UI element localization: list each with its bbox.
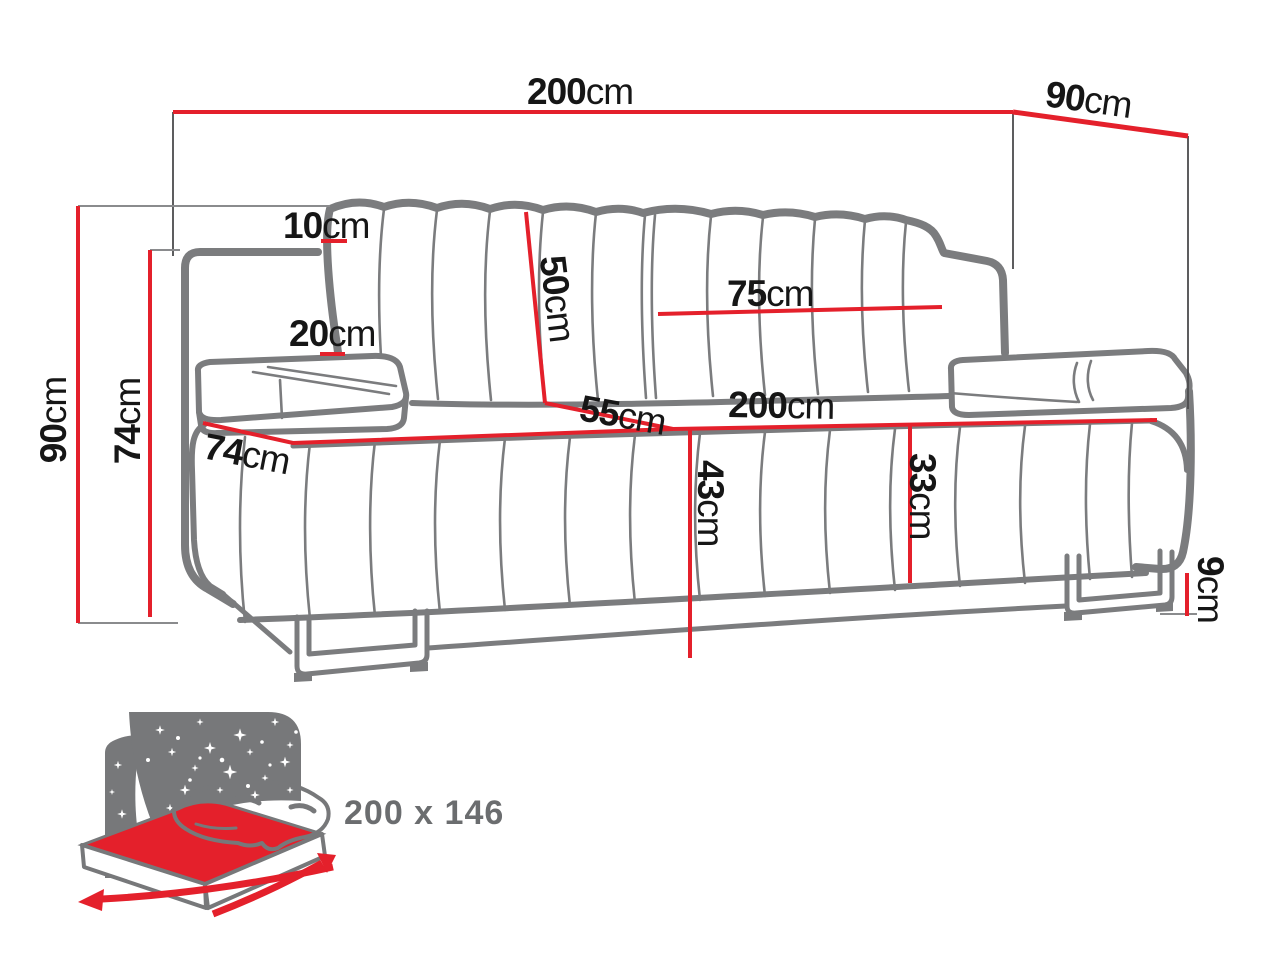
- blanket: [171, 779, 331, 852]
- label-armrest-cushion: 20cm: [289, 313, 375, 354]
- label-depth-top: 90cm: [1043, 73, 1134, 126]
- size-arrows: [78, 853, 336, 918]
- extension-lines: [78, 112, 1197, 624]
- backrest-top-edge: [326, 198, 1009, 357]
- dim-line-seat-depth: [544, 401, 674, 431]
- dim-line-backrest-height: [524, 211, 547, 404]
- label-height-armrest: 74cm: [107, 378, 148, 464]
- dimension-lines: [76, 109, 1189, 658]
- left-armrest-outline: [181, 248, 322, 608]
- sleeping-area-icon: 200 x 146: [77, 712, 504, 918]
- label-top-width: 200cm: [527, 71, 633, 112]
- label-back-cushion-width: 75cm: [727, 273, 813, 314]
- dim-line-seat-width: [672, 418, 1158, 431]
- label-seat-front-depth: 74cm: [200, 426, 293, 483]
- dim-line-back-cushion: [657, 305, 943, 316]
- label-leg-height: 9cm: [1190, 556, 1231, 623]
- backrest-channel-seams: [377, 207, 911, 403]
- left-armrest-cushion: [194, 352, 410, 437]
- backrest-bottom-edge: [409, 393, 953, 408]
- sleeping-area-label: 200 x 146: [344, 794, 504, 832]
- label-height-total: 90cm: [33, 377, 74, 463]
- label-backrest-height: 50cm: [532, 253, 583, 344]
- label-seat-width: 200cm: [728, 384, 835, 427]
- backrest-left-edge: [323, 205, 344, 371]
- right-armrest-edge: [1132, 387, 1195, 574]
- dim-line-depth-top: [1012, 109, 1189, 139]
- dim-line-seat-front-depth: [202, 421, 674, 446]
- label-backrest-offset: 10cm: [283, 205, 369, 246]
- right-armrest-cushion: [947, 347, 1193, 418]
- label-seat-depth: 55cm: [577, 388, 669, 443]
- label-seat-front-height: 33cm: [902, 453, 943, 539]
- sofa-legs: [294, 548, 1175, 682]
- label-seat-height: 43cm: [690, 460, 731, 546]
- dimension-labels: 200cm 90cm 90cm 74cm 10cm 20cm 50cm 75cm…: [33, 71, 1231, 623]
